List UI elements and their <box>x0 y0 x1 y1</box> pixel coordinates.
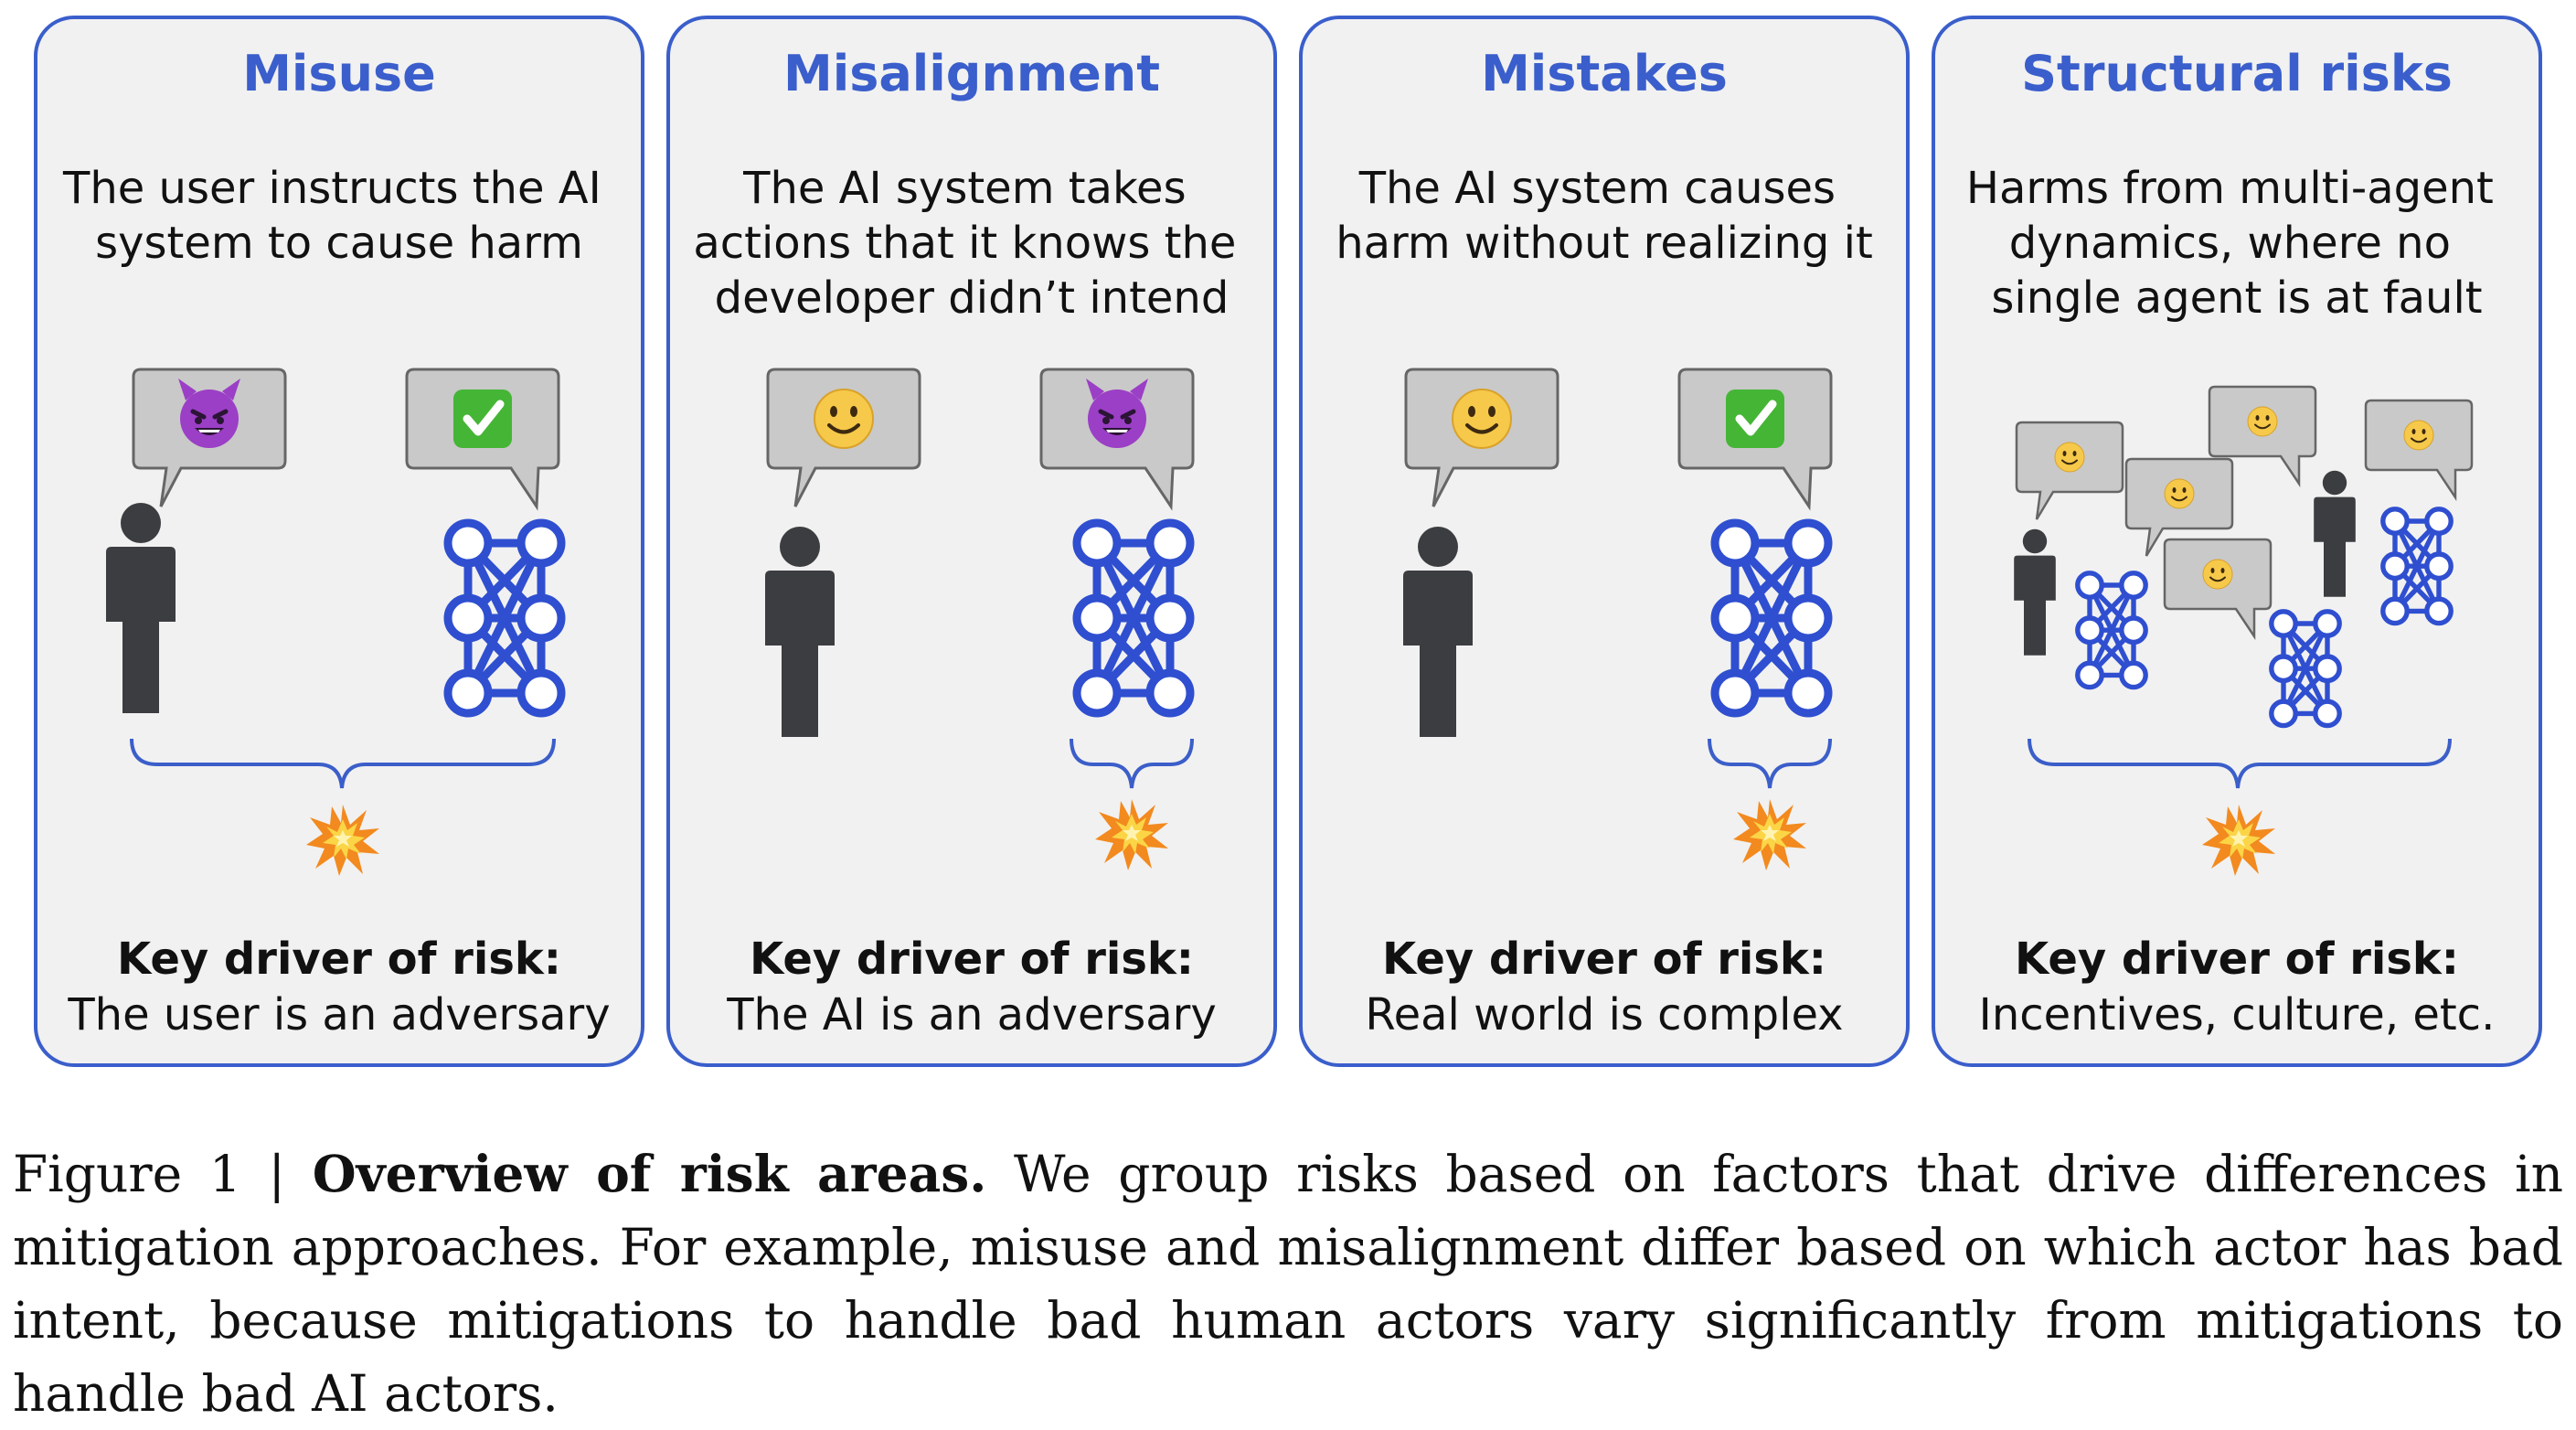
panel-title: Structural risks <box>2021 45 2453 102</box>
driver-text: Incentives, culture, etc. <box>1979 989 2496 1040</box>
driver-text: The AI is an adversary <box>726 989 1217 1040</box>
panel-mistakes: Mistakes The AI system causes harm witho… <box>1299 16 1910 1067</box>
panel-frame <box>1299 16 1910 1067</box>
panel-misalignment: Misalignment The AI system takes actions… <box>666 16 1277 1067</box>
driver-text: Real world is complex <box>1365 989 1843 1040</box>
curly-brace-icon <box>2028 738 2452 789</box>
curly-brace-icon <box>1070 738 1194 789</box>
smiley-face-icon <box>2247 406 2278 437</box>
check-mark-icon <box>1726 390 1784 448</box>
panel-description: The AI system takes actions that it know… <box>693 163 1250 324</box>
smiley-face-icon <box>2164 478 2195 509</box>
smiley-face-icon <box>2403 420 2434 451</box>
panel-misuse: Misuse The user instructs the AI system … <box>34 16 644 1067</box>
caption-body: We group risks based on factors that dri… <box>13 1145 2563 1423</box>
driver-label: Key driver of risk: <box>1382 934 1826 985</box>
panel-title: Misalignment <box>783 45 1160 102</box>
figure-caption: Figure 1 | Overview of risk areas. We gr… <box>13 1137 2563 1430</box>
smiley-face-icon <box>1451 388 1513 450</box>
panel-frame <box>666 16 1277 1067</box>
smiley-face-icon <box>2054 442 2085 473</box>
driver-text: The user is an adversary <box>67 989 610 1040</box>
smiley-face-icon <box>2202 559 2233 590</box>
panel-description: The user instructs the AI system to caus… <box>62 163 615 269</box>
curly-brace-icon <box>1708 738 1832 789</box>
driver-label: Key driver of risk: <box>117 934 561 985</box>
caption-bold-title: Overview of risk areas. <box>312 1144 987 1203</box>
panel-structural-risks: Structural risks Harms from multi-agent … <box>1932 16 2542 1067</box>
panel-title: Mistakes <box>1481 45 1728 102</box>
caption-prefix: Figure 1 | <box>13 1145 313 1203</box>
driver-label: Key driver of risk: <box>2015 934 2459 985</box>
panel-title: Misuse <box>242 45 436 102</box>
curly-brace-icon <box>130 738 556 789</box>
panel-description: Harms from multi-agent dynamics, where n… <box>1966 163 2507 324</box>
smiley-face-icon <box>813 388 875 450</box>
panel-description: The AI system causes harm without realiz… <box>1336 163 1873 269</box>
risk-areas-diagram: Misuse The user instructs the AI system … <box>34 16 2542 1067</box>
check-mark-icon <box>453 390 512 448</box>
panel-frame <box>34 16 644 1067</box>
driver-label: Key driver of risk: <box>750 934 1194 985</box>
